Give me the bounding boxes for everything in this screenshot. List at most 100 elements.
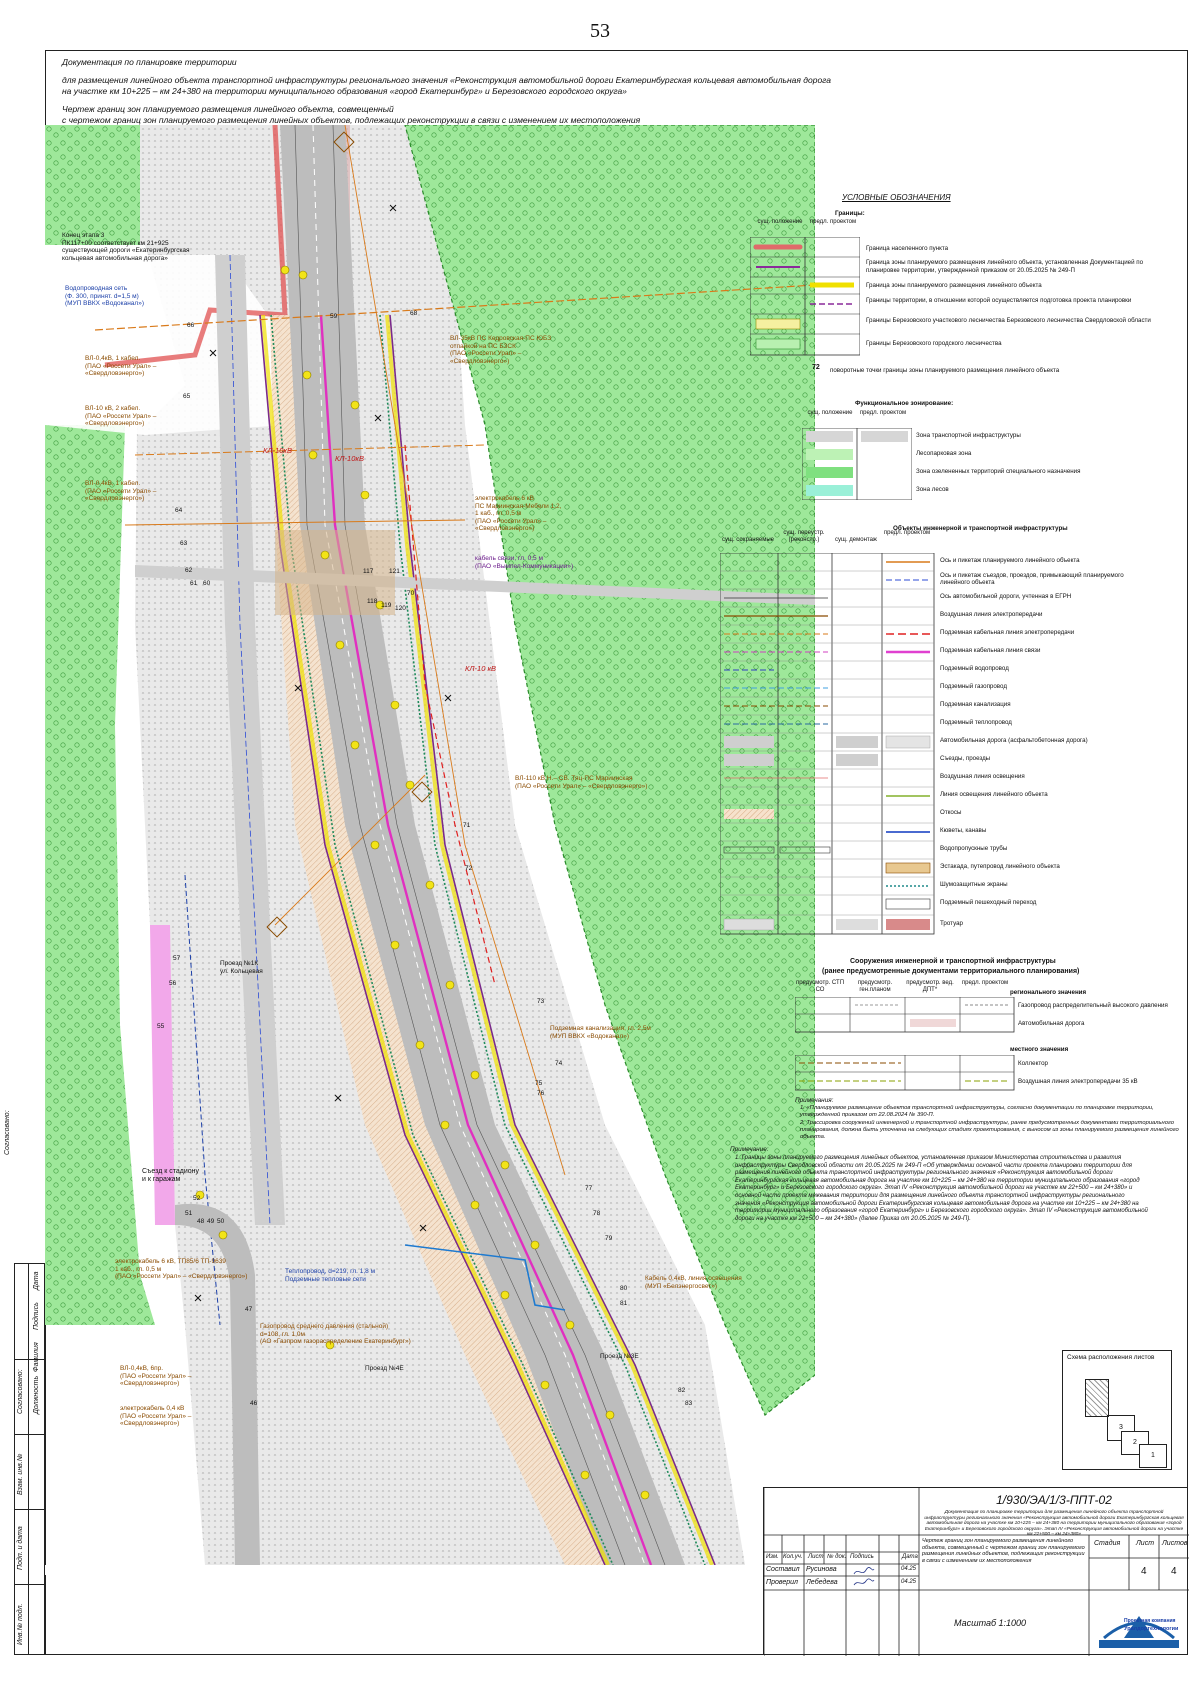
settlement-boundary — [104, 124, 288, 368]
legend-zone-0: Зона транспортной инфраструктуры — [916, 432, 1021, 439]
col-list: Лист — [808, 1554, 824, 1560]
infra-col-1: сущ. переустр. (реконстр.) — [783, 530, 825, 543]
point-72: 72 — [465, 865, 473, 872]
side-approved-2: Согласовано: — [17, 1369, 24, 1414]
power-line-4 — [344, 124, 566, 1176]
infra-1: Ось и пикетаж съездов, проездов, примыка… — [940, 572, 1124, 586]
legend-boundary-2: Граница зоны планируемого размещения лин… — [866, 282, 1042, 289]
planned-axis — [319, 314, 653, 1566]
row-role-0: Составил — [766, 1566, 800, 1573]
company-logo-icon — [1099, 1616, 1179, 1648]
el04-label: электрокабель 0,4 кВ (ПАО «Россети Урал»… — [120, 1405, 192, 1427]
point-121: 121 — [389, 568, 400, 575]
infra-col-2: сущ. демонтаж — [835, 537, 877, 543]
zone-boundary-yellow-left — [261, 314, 610, 1566]
company-name-2: Уралдортехнологии — [1124, 1626, 1179, 1632]
passage-1k-label: Проезд №1К ул. Кольцевая — [220, 960, 263, 975]
legend-zoning-col-proposed: предл. проектом — [859, 410, 907, 416]
main-road — [280, 125, 685, 1565]
row-name-1: Лебедева — [806, 1579, 838, 1586]
point-74: 74 — [555, 1060, 563, 1067]
side-replace-inv: Взам. инв.№ — [17, 1453, 24, 1495]
cable-label: кабель связи, гл. 0,5 м (ПАО «Вымпел-Ком… — [475, 555, 574, 570]
point-52: 52 — [193, 1195, 201, 1202]
sheet-label: Лист — [1136, 1540, 1155, 1547]
map-bottom-edge — [45, 1565, 815, 1575]
point-51: 51 — [185, 1210, 193, 1217]
legend-zoning-title: Функциональное зонирование: — [855, 400, 954, 407]
legend-zone-3: Зона лесов — [916, 486, 949, 493]
sheets-label: Листов — [1162, 1540, 1188, 1547]
side-inv-original: Инв.№ подл. — [17, 1603, 24, 1646]
sheets-number: 4 — [1171, 1566, 1177, 1577]
header-line-5: с чертежом границ зон планируемого разме… — [62, 115, 641, 125]
map-area: Конец этапа 3 ПК117+00 соответствует км … — [45, 124, 816, 1575]
legend-notes-title: Примечания: — [795, 1097, 834, 1104]
sheet-scheme: Схема расположения листов 3 2 1 — [1062, 1350, 1172, 1470]
point-63: 63 — [180, 540, 188, 547]
stage-end-label: Конец этапа 3 ПК117+00 соответствует км … — [62, 232, 190, 262]
header-line-1: Документация по планировке территории — [62, 57, 237, 67]
legend-turning-sample: 72 — [812, 364, 820, 371]
infra-9: Подземный теплопровод — [940, 719, 1012, 726]
legend-boundary-4: Границы Березовского участкового лесниче… — [866, 317, 1151, 324]
road-centerline — [312, 124, 646, 1566]
demolition-marks — [194, 204, 452, 1302]
exit-road — [175, 1203, 260, 1565]
point-77: 77 — [585, 1185, 593, 1192]
point-46: 46 — [250, 1400, 258, 1407]
noise-barrier-right — [379, 314, 706, 1566]
scheme-title: Схема расположения листов — [1067, 1354, 1155, 1361]
struct-title: Сооружения инженерной и транспортной инф… — [850, 958, 1056, 965]
doc-code: 1/930/ЭА/1/3-ППТ-02 — [996, 1493, 1112, 1507]
infra-16: Водопропускные трубы — [940, 845, 1008, 852]
infra-18: Шумозащитные экраны — [940, 881, 1008, 888]
el6-label: электрокабель 6 кВ ПС Мариинская-Мебели … — [475, 495, 562, 532]
struct-col-3: предл. проектом — [961, 980, 1009, 986]
col-sign: Подпись — [850, 1554, 874, 1560]
secondary-road — [215, 255, 285, 1225]
infra-10: Автомобильная дорога (асфальтобетонная д… — [940, 737, 1088, 744]
title-block: 1/930/ЭА/1/3-ППТ-02 Документация по план… — [763, 1487, 1189, 1656]
legend-zone-1: Лесопарковая зона — [916, 450, 972, 457]
struct-col-0: предусмотр. СТП СО — [795, 980, 845, 993]
infra-4: Подземная кабельная линия электропередач… — [940, 629, 1075, 636]
point-57: 57 — [173, 955, 181, 962]
scheme-sheet-1: 1 — [1139, 1444, 1167, 1468]
infra-20: Тротуар — [940, 920, 963, 927]
col-date: Дата — [902, 1554, 918, 1560]
heat-line — [404, 1244, 566, 1311]
side-stamp — [14, 1263, 45, 1655]
stage-label: Стадия — [1094, 1540, 1121, 1547]
point-76: 76 — [537, 1090, 545, 1097]
exit-stadium-label: Съезд к стадиону и к гаражам — [142, 1168, 200, 1183]
point-62: 62 — [185, 567, 193, 574]
infra-5: Подземная кабельная линия связи — [940, 647, 1041, 654]
vl-label-1: ВЛ-0,4кВ, 1 кабел. (ПАО «Россети Урал» –… — [85, 355, 157, 377]
point-47: 47 — [245, 1306, 253, 1313]
zone-boundary-left — [259, 314, 606, 1566]
point-82: 82 — [678, 1387, 686, 1394]
infra-13: Линия освещения линейного объекта — [940, 791, 1048, 798]
page-number: 53 — [590, 20, 610, 42]
water-line — [184, 874, 221, 1326]
legend-zoning-samples — [802, 428, 912, 500]
kl10-label-b: КЛ-10кВ — [335, 454, 364, 463]
struct-local-samples — [795, 1055, 1015, 1091]
infra-6: Подземный водопровод — [940, 665, 1009, 672]
title-block-grid — [764, 1488, 1189, 1656]
legend-col-proposed: предл. проектом — [809, 219, 857, 225]
point-50: 50 — [217, 1218, 225, 1225]
vl-label-2: ВЛ-10 кВ, 2 кабел. (ПАО «Россети Урал» –… — [85, 405, 157, 427]
infra-12: Воздушная линия освещения — [940, 773, 1025, 780]
side-col-sign: Подпись — [33, 1302, 40, 1330]
legend-zoning-col-existing: сущ. положение — [807, 410, 853, 416]
point-65: 65 — [183, 393, 191, 400]
vl110-label: ВЛ-110 кВ Н.– СВ. Тяц-ПС Мариинская (ПАО… — [515, 775, 648, 790]
point-75: 75 — [535, 1080, 543, 1087]
infra-17: Эстакада, путепровод линейного объекта — [940, 863, 1060, 870]
legend-title: УСЛОВНЫЕ ОБОЗНАЧЕНИЯ — [842, 193, 951, 202]
struct-regional-0: Газопровод распределительный высокого да… — [1018, 1002, 1168, 1009]
infra-col-0: сущ. сохраняемые — [722, 537, 774, 543]
main-note-text: 1. Границы зоны планируемого размещения … — [735, 1155, 1148, 1222]
